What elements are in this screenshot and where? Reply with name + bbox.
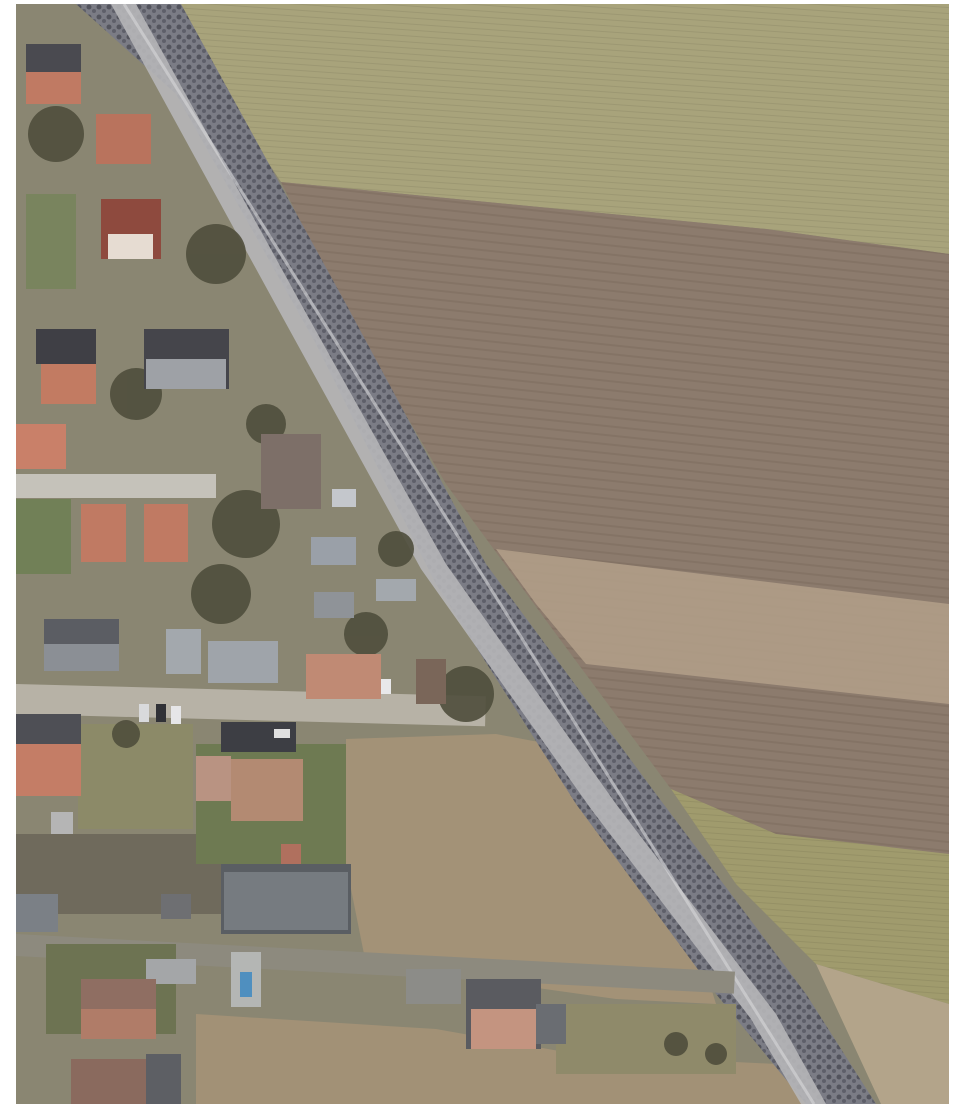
meadow-dry (346, 734, 716, 1004)
tree-row (76, 4, 876, 1104)
lawn (26, 194, 76, 289)
field-bottom-right (816, 964, 949, 1104)
cars (139, 679, 391, 738)
garden (556, 1004, 736, 1074)
aerial-photo (16, 4, 949, 1104)
houses (16, 44, 566, 1104)
meadow-bottom (196, 1014, 806, 1104)
aerial-scene (16, 4, 949, 1104)
road (111, 4, 826, 1104)
field-light-strip (496, 549, 949, 704)
trees-village (28, 106, 727, 1065)
lane-upper (16, 474, 216, 498)
lawn (16, 499, 71, 574)
